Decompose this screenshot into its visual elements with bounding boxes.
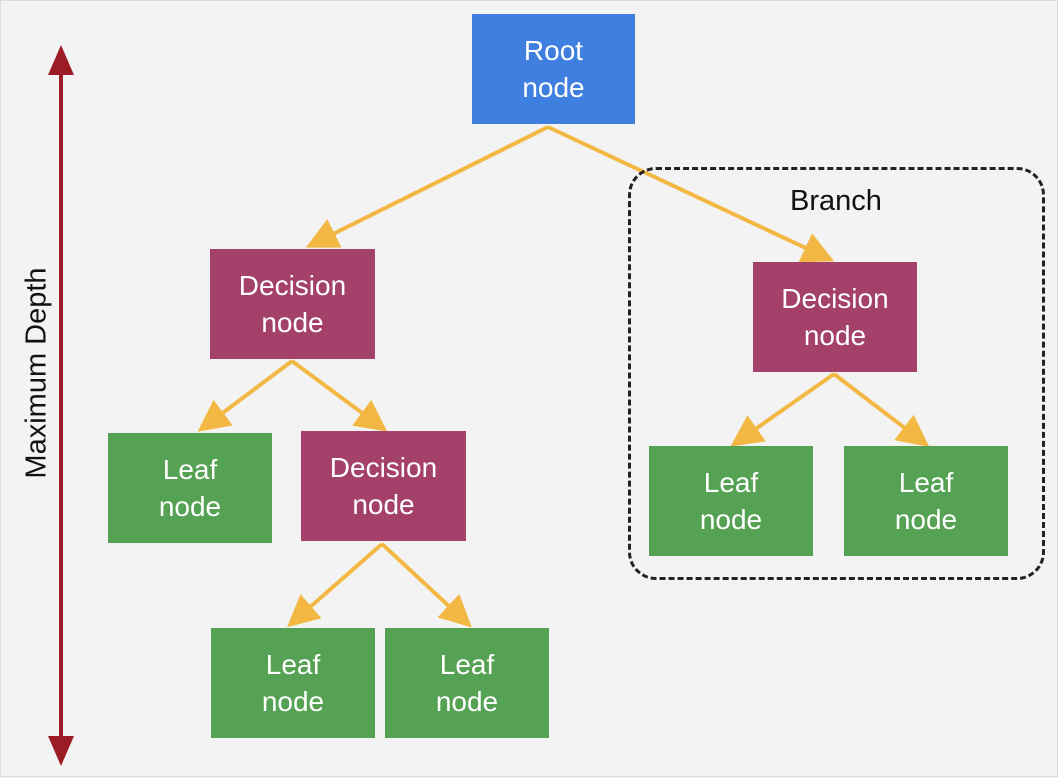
depth-arrow — [48, 45, 74, 766]
edge-decision-left-leaf-a — [197, 359, 294, 432]
leaf-node-d-line1: Leaf — [439, 649, 495, 680]
decision-node-left-line2: node — [261, 307, 324, 338]
decision-node-middle-line2: node — [352, 489, 415, 520]
leaf-node-e-line2: node — [894, 504, 958, 535]
branch-outline — [628, 167, 1045, 580]
leaf-node-c-line2: node — [261, 686, 325, 717]
leaf-node-b-line1: Leaf — [703, 467, 759, 498]
leaf-node-a-line2: node — [158, 491, 222, 522]
leaf-node-b-line2: node — [699, 504, 763, 535]
edge-decision-right-leaf-e — [832, 372, 930, 447]
decision-node-right-line2: node — [803, 320, 867, 351]
leaf-node-a-line1: Leaf — [162, 454, 218, 485]
root-node-line2: node — [522, 72, 585, 103]
decision-node-left: Decision node — [210, 249, 375, 359]
edge-root-decision-right — [547, 125, 835, 263]
maximum-depth-label: Maximum Depth — [20, 267, 53, 479]
edge-decision-mid-leaf-c — [286, 542, 384, 628]
decision-node-middle-line1: Decision — [329, 452, 438, 483]
decision-node-middle: Decision node — [301, 431, 466, 541]
edge-decision-right-leaf-b — [730, 372, 836, 447]
edge-decision-left-decision-mid — [290, 359, 388, 432]
decision-node-right-line1: Decision — [781, 283, 889, 314]
decision-node-left-line1: Decision — [238, 270, 347, 301]
root-node: Root node — [472, 14, 635, 124]
leaf-node-d-line2: node — [435, 686, 499, 717]
root-node-line1: Root — [523, 35, 584, 66]
leaf-node-e: Leaf node — [844, 446, 1008, 556]
leaf-node-c-line1: Leaf — [265, 649, 321, 680]
leaf-node-a: Leaf node — [108, 433, 272, 543]
leaf-node-c: Leaf node — [211, 628, 375, 738]
leaf-node-d: Leaf node — [385, 628, 549, 738]
branch-label: Branch — [790, 185, 882, 217]
edge-decision-mid-leaf-d — [380, 542, 472, 628]
leaf-node-e-line1: Leaf — [898, 467, 954, 498]
leaf-node-b: Leaf node — [649, 446, 813, 556]
decision-node-right: Decision node — [753, 262, 917, 372]
edge-root-decision-left — [305, 125, 549, 248]
